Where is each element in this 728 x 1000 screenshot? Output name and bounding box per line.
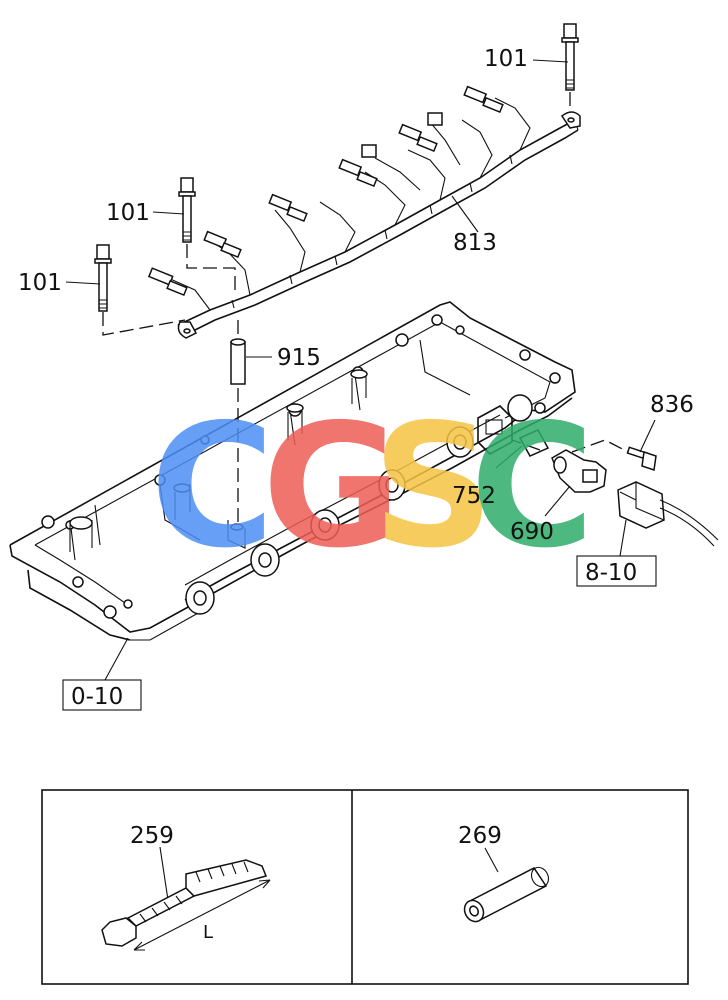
sleeve-269	[463, 866, 550, 923]
bolt-836	[626, 446, 657, 471]
dimension-l: L	[203, 922, 213, 943]
watermark-letter-c1: C	[150, 388, 275, 586]
rocker-cover	[9, 301, 576, 641]
cable-tie-259	[101, 859, 271, 951]
callout-259: 259	[130, 823, 174, 849]
watermark-letter-c2: C	[470, 388, 595, 586]
callout-690: 690	[510, 519, 554, 545]
watermark: C G S C	[150, 388, 595, 586]
callout-269: 269	[458, 823, 502, 849]
leader-lines	[65, 59, 656, 901]
inset-panels	[41, 789, 689, 985]
inset-frame	[41, 789, 689, 985]
ref-label-0-10[interactable]: 0-10	[71, 684, 123, 710]
watermark-letter-s: S	[372, 388, 494, 586]
ref-box-0-10	[62, 679, 142, 711]
pin-915	[230, 320, 246, 525]
bolt-101-left	[94, 244, 186, 336]
callout-915: 915	[277, 345, 321, 371]
callout-101-mid: 101	[106, 200, 150, 226]
ref-label-8-10[interactable]: 8-10	[585, 560, 637, 586]
watermark-letter-g: G	[262, 388, 402, 586]
callout-836: 836	[650, 392, 694, 418]
callout-101-top: 101	[484, 46, 528, 72]
wiring-harness	[147, 85, 581, 339]
bolt-101-mid	[178, 177, 236, 290]
callout-101-left: 101	[18, 270, 62, 296]
callout-752: 752	[452, 483, 496, 509]
bolt-101-top	[561, 23, 579, 112]
connector-8-10	[617, 481, 719, 547]
ref-box-8-10	[576, 555, 657, 587]
sensor-690	[511, 439, 629, 493]
callout-813: 813	[453, 230, 497, 256]
gasket-752	[518, 429, 550, 457]
